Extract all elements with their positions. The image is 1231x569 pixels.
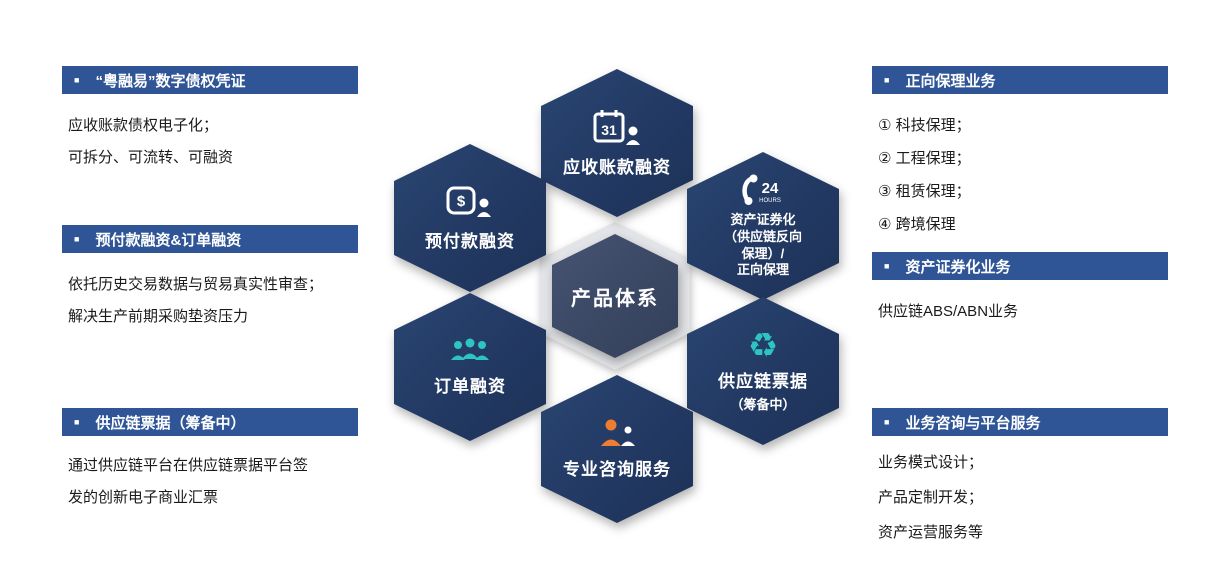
- panel-yrly-digital-certificate: ■ “粤融易”数字债权凭证 应收账款债权电子化； 可拆分、可流转、可融资: [62, 66, 358, 181]
- panel-title: 正向保理业务: [905, 72, 996, 90]
- panel-line: 资产运营服务等: [878, 524, 984, 541]
- hexagon-label: 资产证券化 （供应链反向 保理）/ 正向保理: [724, 212, 802, 280]
- svg-text:31: 31: [601, 122, 617, 138]
- hexagon-sublabel: （筹备中）: [730, 397, 796, 412]
- panel-supply-chain-notes: ■ 供应链票据（筹备中） 通过供应链平台在供应链票据平台签 发的创新电子商业汇票: [62, 408, 358, 521]
- square-bullet-icon: ■: [74, 233, 80, 244]
- panel-prepay-order-financing: ■ 预付款融资&订单融资 依托历史交易数据与贸易真实性审查； 解决生产前期采购垫…: [62, 225, 358, 340]
- hexagon-label: 供应链票据: [718, 372, 808, 391]
- hexagon-order-financing: 订单融资: [394, 293, 546, 441]
- hexagon-label: 预付款融资: [425, 231, 515, 251]
- hexagon-professional-consulting: 专业咨询服务: [541, 375, 693, 523]
- panel-title: 供应链票据（筹备中）: [95, 414, 246, 432]
- panel-header: ■ 正向保理业务: [872, 66, 1168, 94]
- panel-body: 应收账款债权电子化； 可拆分、可流转、可融资: [62, 94, 358, 167]
- svg-text:24: 24: [762, 180, 779, 197]
- panel-header: ■ 供应链票据（筹备中）: [62, 408, 358, 436]
- hexagon-label-line: 资产证券化: [730, 211, 796, 227]
- hexagon-asset-securitization: 24 HOURS 资产证券化 （供应链反向 保理）/ 正向保理: [687, 152, 839, 300]
- panel-line: 产品定制开发；: [878, 489, 984, 506]
- square-bullet-icon: ■: [74, 74, 80, 85]
- square-bullet-icon: ■: [884, 260, 890, 271]
- panel-body: 业务模式设计； 产品定制开发； 资产运营服务等: [872, 436, 1168, 542]
- hexagon-label-line: 保理）/: [741, 245, 785, 261]
- panel-line: 发的创新电子商业汇票: [68, 489, 219, 506]
- hexagon-label-line: （供应链反向: [723, 228, 802, 244]
- panel-line: 依托历史交易数据与贸易真实性审查；: [68, 276, 324, 293]
- panel-body: 供应链ABS/ABN业务: [872, 280, 1168, 321]
- hexagon-prepayment-financing: $ 预付款融资: [394, 144, 546, 292]
- panel-title: 预付款融资&订单融资: [95, 231, 242, 249]
- team-icon: [451, 338, 489, 360]
- hexagon-supply-chain-notes: ♻ 供应链票据 （筹备中）: [687, 297, 839, 445]
- panel-header: ■ 资产证券化业务: [872, 252, 1168, 280]
- panel-line: 解决生产前期采购垫资压力: [68, 308, 249, 325]
- panel-abs-business: ■ 资产证券化业务 供应链ABS/ABN业务: [872, 252, 1168, 335]
- hexagon-accounts-receivable-financing: 31 应收账款融资: [541, 69, 693, 217]
- svg-text:HOURS: HOURS: [759, 198, 781, 204]
- panel-consulting-platform-services: ■ 业务咨询与平台服务 业务模式设计； 产品定制开发； 资产运营服务等: [872, 408, 1168, 559]
- panel-line: ② 工程保理；: [878, 150, 971, 167]
- calendar-31-icon: 31: [593, 110, 640, 145]
- hexagon-label-line: 正向保理: [736, 262, 789, 278]
- hexagon-label: 专业咨询服务: [563, 460, 671, 479]
- dollar-person-icon: $: [446, 186, 491, 217]
- square-bullet-icon: ■: [74, 416, 80, 427]
- panel-line: 通过供应链平台在供应链票据平台签: [68, 457, 309, 474]
- panel-line: 供应链ABS/ABN业务: [878, 303, 1019, 320]
- square-bullet-icon: ■: [884, 416, 890, 427]
- panel-line: ① 科技保理；: [878, 117, 971, 134]
- consult-people-icon: [601, 419, 635, 446]
- phone-24h-icon: 24 HOURS: [742, 174, 781, 205]
- panel-title: 业务咨询与平台服务: [905, 414, 1041, 432]
- square-bullet-icon: ■: [884, 74, 890, 85]
- panel-line: 应收账款债权电子化；: [68, 117, 219, 134]
- panel-header: ■ 预付款融资&订单融资: [62, 225, 358, 253]
- hexagon-label: 订单融资: [434, 377, 506, 396]
- panel-line: ③ 租赁保理；: [878, 183, 971, 200]
- panel-body: 通过供应链平台在供应链票据平台签 发的创新电子商业汇票: [62, 436, 358, 507]
- panel-body: ① 科技保理； ② 工程保理； ③ 租赁保理； ④ 跨境保理: [872, 94, 1168, 234]
- center-title: 产品体系: [571, 287, 659, 310]
- hexagon-product-system: 产品体系: [552, 234, 678, 358]
- hexagon-label: 应收账款融资: [563, 158, 671, 177]
- panel-line: ④ 跨境保理: [878, 216, 956, 233]
- recycle-icon: ♻: [747, 326, 779, 366]
- panel-line: 业务模式设计；: [878, 454, 984, 471]
- panel-title: 资产证券化业务: [905, 258, 1011, 276]
- panel-line: 可拆分、可流转、可融资: [68, 149, 234, 166]
- svg-text:$: $: [457, 193, 466, 210]
- panel-title: “粤融易”数字债权凭证: [95, 72, 246, 90]
- panel-body: 依托历史交易数据与贸易真实性审查； 解决生产前期采购垫资压力: [62, 253, 358, 326]
- panel-header: ■ 业务咨询与平台服务: [872, 408, 1168, 436]
- panel-forward-factoring: ■ 正向保理业务 ① 科技保理； ② 工程保理； ③ 租赁保理； ④ 跨境保理: [872, 66, 1168, 249]
- panel-header: ■ “粤融易”数字债权凭证: [62, 66, 358, 94]
